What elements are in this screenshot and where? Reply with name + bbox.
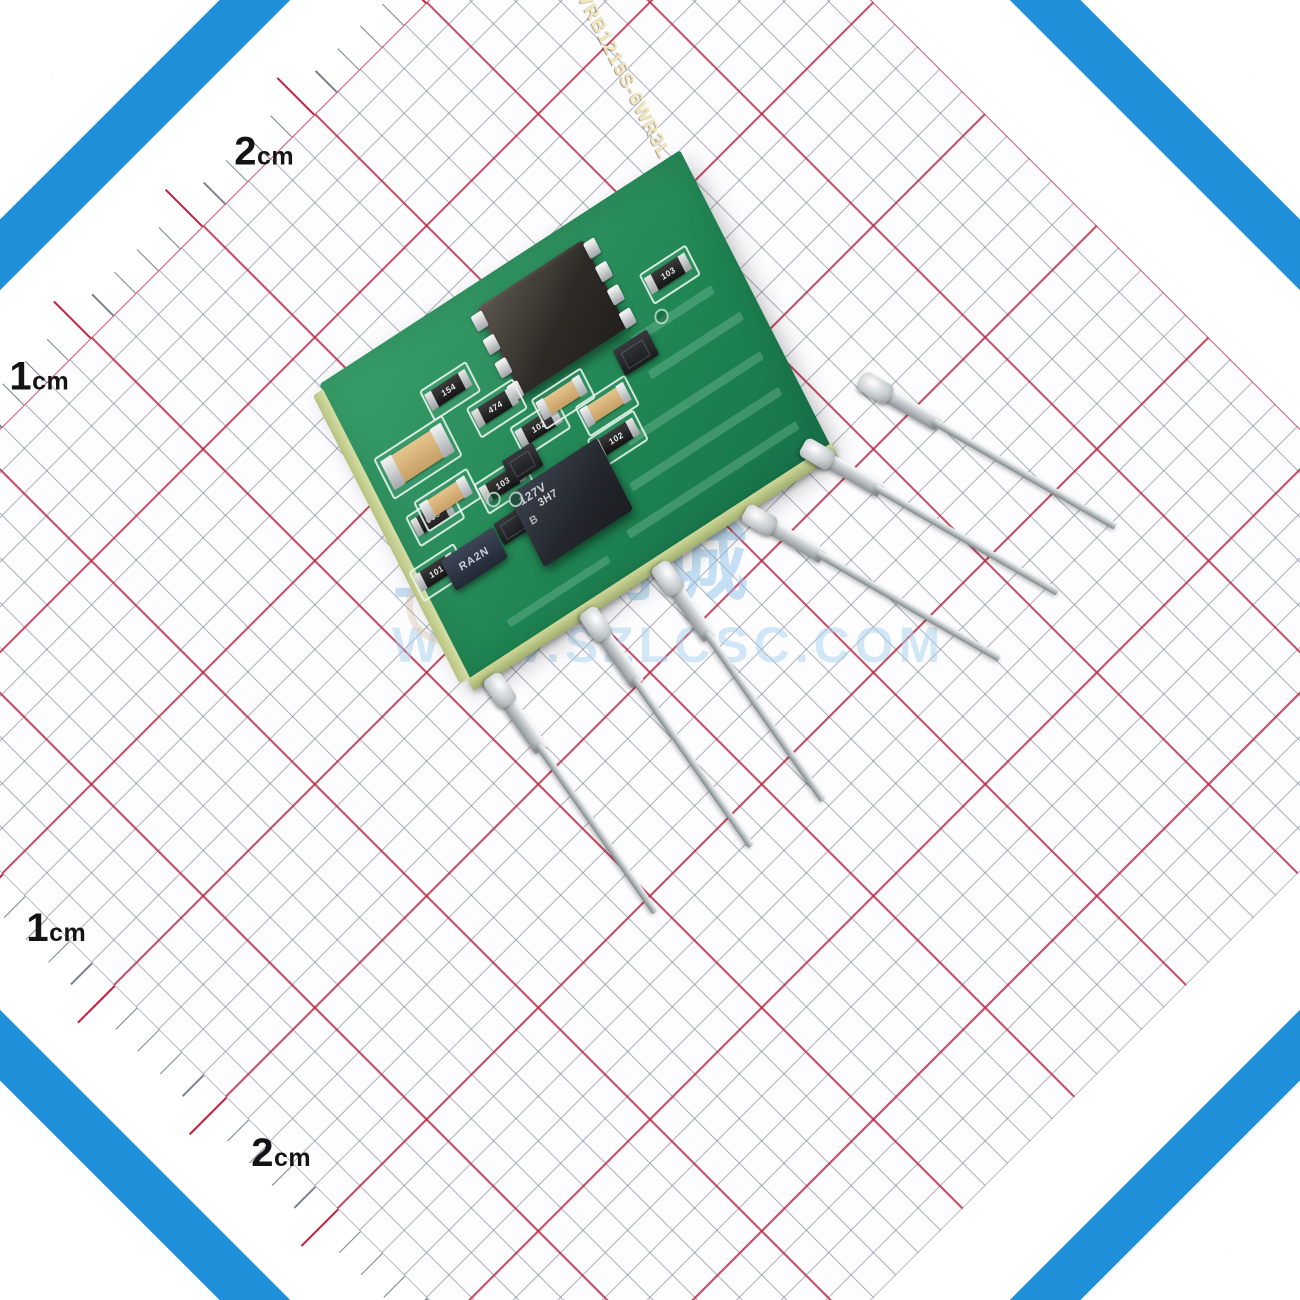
ruler-tick-minor xyxy=(360,1253,383,1276)
ruler-tick-minor xyxy=(383,1275,406,1298)
ruler-tick-minor xyxy=(293,1186,316,1209)
ruler-label-left-2: 2cm xyxy=(234,129,295,174)
ruler-tick-major xyxy=(0,873,4,912)
ruler-tick-minor xyxy=(182,1074,205,1097)
ruler-tick-minor xyxy=(91,293,114,316)
ruler-tick-minor xyxy=(159,1052,182,1075)
ruler-tick-minor xyxy=(114,271,137,294)
ruler-tick-major xyxy=(300,1208,340,1247)
ruler-tick-minor xyxy=(315,70,338,93)
ruler-tick-major xyxy=(77,985,116,1024)
ruler-tick-minor xyxy=(136,249,159,272)
ruler-tick-major xyxy=(53,300,92,340)
ruler-tick-minor xyxy=(137,1029,160,1052)
ruler-tick-major xyxy=(188,1096,228,1136)
ruler-tick-minor xyxy=(359,25,382,48)
ruler-tick-minor xyxy=(337,48,360,71)
ruler-tick-major xyxy=(276,77,315,116)
ruler-label-bottom-2: 2cm xyxy=(251,1130,312,1175)
ruler-tick-minor xyxy=(158,226,181,249)
ruler-tick-minor xyxy=(115,1007,138,1030)
ruler-tick-major xyxy=(164,188,204,228)
ruler-label-bottom-1: 1cm xyxy=(26,905,87,950)
ruler-tick-minor xyxy=(338,1230,361,1253)
ruler-tick-minor xyxy=(0,405,3,428)
ruler-tick-major xyxy=(388,0,427,4)
ruler-tick-minor xyxy=(3,895,26,918)
ruler-tick-minor xyxy=(203,182,226,205)
ruler-tick-minor xyxy=(382,3,405,26)
ruler-tick-minor xyxy=(226,1119,249,1142)
ruler-tick-minor xyxy=(70,962,93,985)
ruler-label-left-1: 1cm xyxy=(9,354,70,399)
